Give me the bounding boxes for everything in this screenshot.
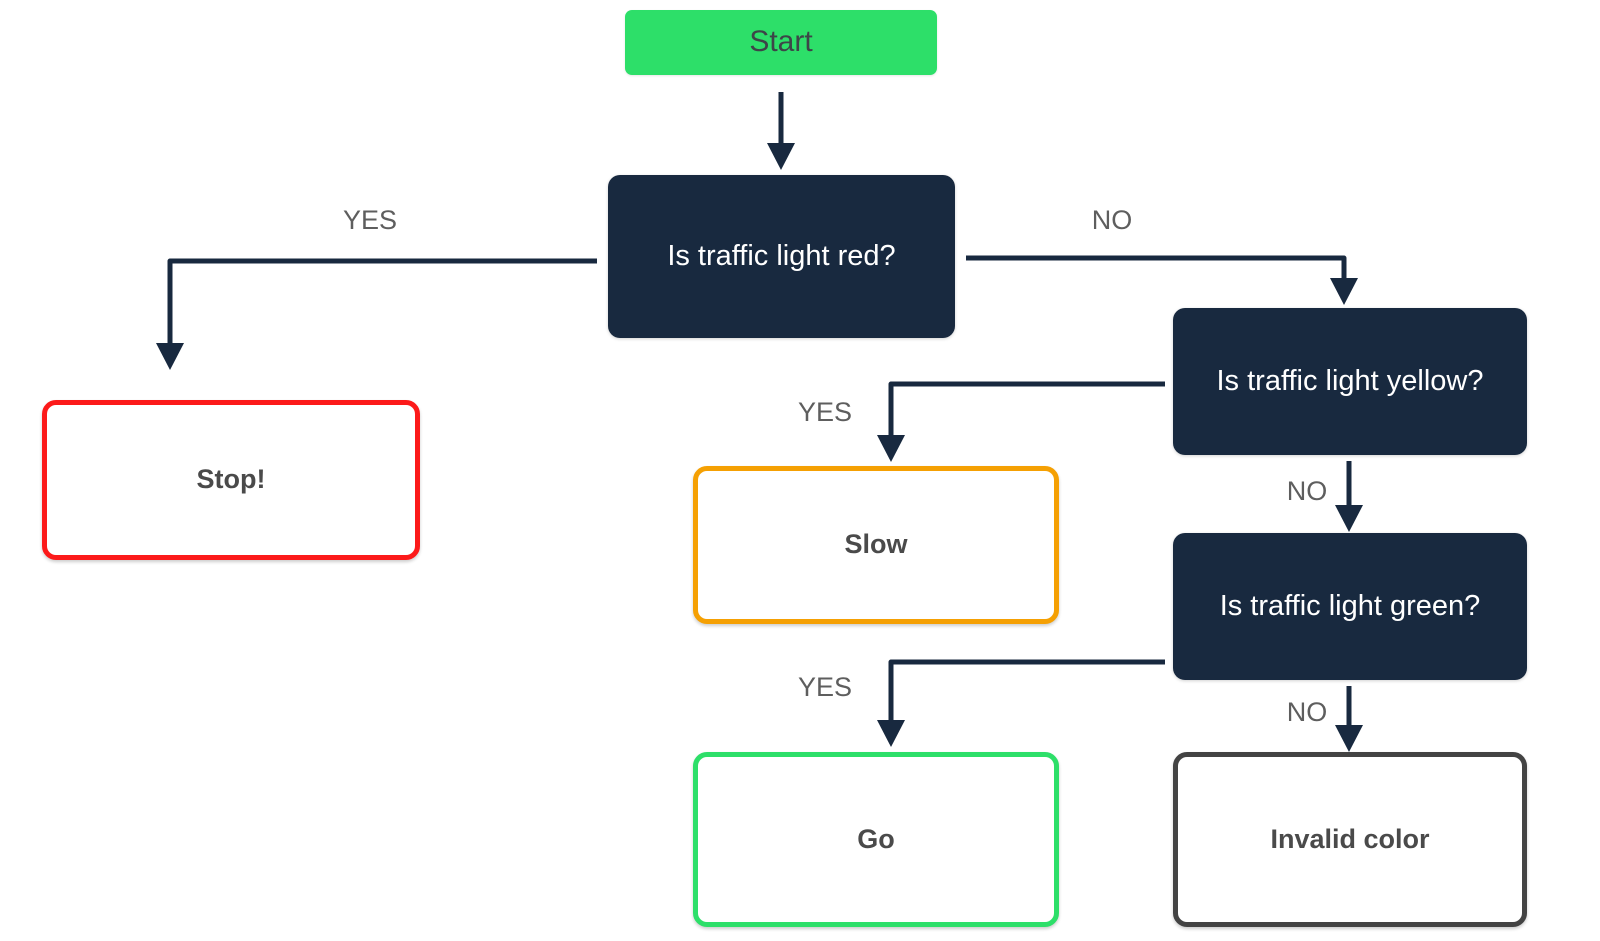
edge-label-yellow-yes: YES <box>797 397 853 427</box>
node-decision-yellow[interactable]: Is traffic light yellow? <box>1173 308 1527 455</box>
node-stop[interactable]: Stop! <box>42 400 420 560</box>
node-go[interactable]: Go <box>693 752 1059 927</box>
node-decision-yellow-label: Is traffic light yellow? <box>1216 364 1484 397</box>
edge-label-yellow-no: NO <box>1286 476 1328 506</box>
node-start[interactable]: Start <box>625 10 937 75</box>
edge-red-yes-stop <box>156 258 597 371</box>
node-decision-green-label: Is traffic light green? <box>1219 589 1481 622</box>
edge-label-green-no: NO <box>1286 697 1328 727</box>
node-decision-red[interactable]: Is traffic light red? <box>608 175 955 338</box>
node-start-label: Start <box>749 25 813 59</box>
node-invalid-color-label: Invalid color <box>1270 823 1430 854</box>
node-decision-red-label: Is traffic light red? <box>667 239 896 272</box>
edge-green-yes-go <box>877 659 1165 748</box>
node-decision-green[interactable]: Is traffic light green? <box>1173 533 1527 680</box>
node-go-label: Go <box>857 823 895 854</box>
node-slow[interactable]: Slow <box>693 466 1059 624</box>
node-slow-label: Slow <box>844 529 908 560</box>
edge-label-green-yes: YES <box>797 672 853 702</box>
edge-label-red-no: NO <box>1091 205 1133 235</box>
node-invalid-color[interactable]: Invalid color <box>1173 752 1527 927</box>
node-stop-label: Stop! <box>196 464 266 495</box>
edge-red-no-yellow <box>966 255 1358 306</box>
edge-label-red-yes: YES <box>342 205 398 235</box>
edge-yellow-yes-slow <box>877 381 1165 463</box>
